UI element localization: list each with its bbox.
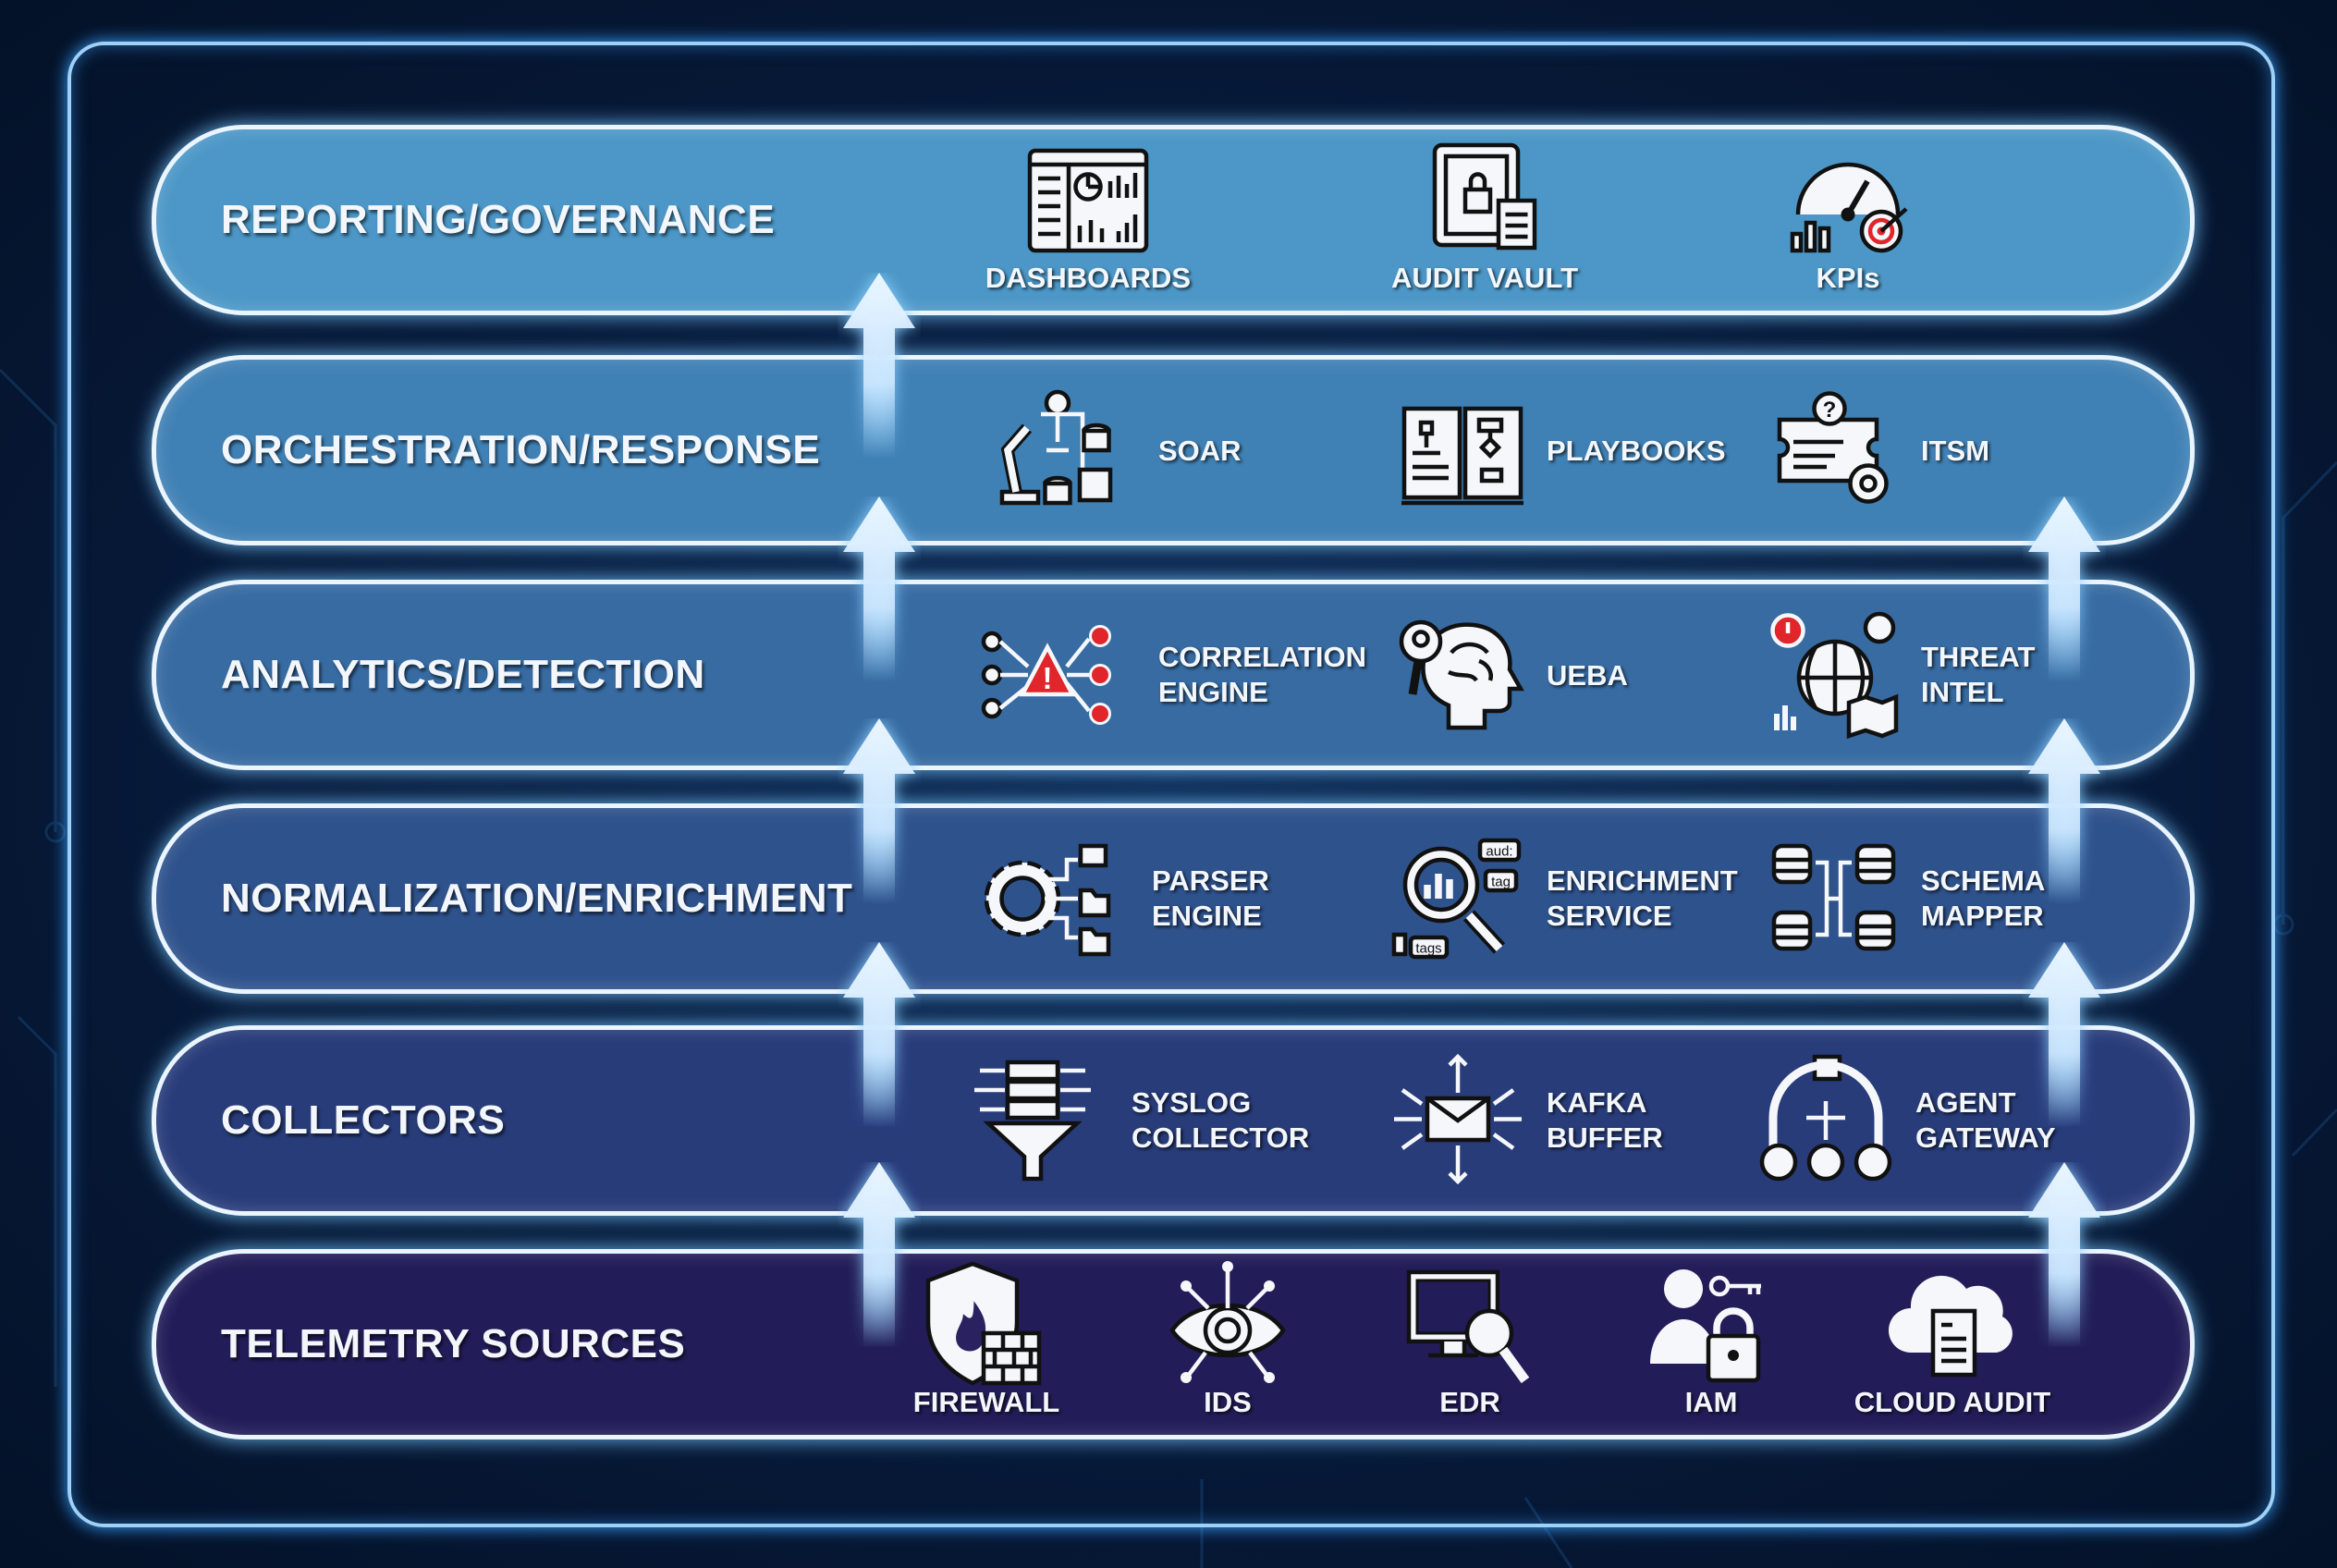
- component-label: SOAR: [1158, 435, 1242, 467]
- component-label: AGENT GATEWAY: [1915, 1086, 2056, 1154]
- globe-alert-icon: [1766, 606, 1904, 744]
- svg-text:aud:: aud:: [1486, 844, 1512, 860]
- component-label: SCHEMA MAPPER: [1921, 864, 2046, 932]
- user-key-lock-icon: [1642, 1256, 1780, 1394]
- database-mapping-icon: [1766, 829, 1904, 968]
- layer-title: REPORTING/GOVERNANCE: [221, 197, 776, 242]
- component-label: THREAT INTEL: [1921, 641, 2036, 708]
- firewall-shield-icon: [917, 1256, 1056, 1394]
- component-label: ENRICHMENT SERVICE: [1547, 864, 1738, 932]
- component-label: CORRELATION ENGINE: [1158, 641, 1367, 708]
- component-label: ITSM: [1921, 435, 1990, 467]
- eye-network-icon: [1158, 1256, 1297, 1394]
- server-funnel-icon: [963, 1051, 1102, 1190]
- flow-up-arrow-icon: [2023, 718, 2106, 903]
- brain-user-icon: [1393, 606, 1532, 744]
- component-label: SYSLOG COLLECTOR: [1132, 1086, 1310, 1154]
- flow-up-arrow-icon: [2023, 942, 2106, 1127]
- svg-text:tags: tags: [1415, 941, 1441, 957]
- playbook-icon: [1393, 381, 1532, 520]
- correlation-alert-icon: !: [978, 606, 1117, 744]
- robot-arm-workflow-icon: [985, 381, 1124, 520]
- component-label: KPIs: [1816, 262, 1880, 294]
- component-label: EDR: [1439, 1386, 1500, 1418]
- flow-up-arrow-icon: [2023, 496, 2106, 681]
- monitor-magnifier-icon: [1401, 1256, 1539, 1394]
- outer-frame: [67, 42, 2275, 1527]
- layer-title: TELEMETRY SOURCES: [221, 1321, 686, 1366]
- envelope-arrows-icon: [1389, 1051, 1527, 1190]
- gauge-target-icon: [1779, 131, 1917, 270]
- flow-up-arrow-icon: [838, 273, 921, 458]
- layer-band: REPORTING/GOVERNANCE DASHBOARDS AUDIT VAUL…: [152, 125, 2195, 315]
- flow-up-arrow-icon: [838, 496, 921, 681]
- agents-gateway-icon: [1756, 1051, 1895, 1190]
- svg-text:?: ?: [1823, 398, 1837, 423]
- layer-title: COLLECTORS: [221, 1097, 506, 1143]
- gear-parser-icon: [975, 829, 1114, 968]
- layer-band: TELEMETRY SOURCES FIREWALL IDS EDR IAM CLOUD …: [152, 1249, 2195, 1439]
- dashboard-icon: [1019, 131, 1157, 270]
- ticket-gear-icon: ?: [1766, 381, 1904, 520]
- layer-title: ORCHESTRATION/RESPONSE: [221, 427, 821, 472]
- svg-text:tag: tag: [1491, 875, 1511, 890]
- flow-up-arrow-icon: [2023, 1162, 2106, 1347]
- component-label: KAFKA BUFFER: [1547, 1086, 1663, 1154]
- component-label: AUDIT VAULT: [1390, 262, 1579, 294]
- svg-text:!: !: [1043, 661, 1053, 695]
- component-label: FIREWALL: [912, 1386, 1060, 1418]
- component-label: IAM: [1684, 1386, 1738, 1418]
- magnifier-tags-icon: aud: tag tags: [1389, 829, 1527, 968]
- layer-band: ORCHESTRATION/RESPONSE SOAR PLAYBOOKS? ITSM: [152, 355, 2195, 545]
- component-label: DASHBOARDS: [985, 262, 1192, 294]
- cloud-document-icon: [1883, 1256, 2022, 1394]
- layer-band: COLLECTORS SYSLOG COLLECTOR KAFKA BUFFER AG…: [152, 1025, 2195, 1216]
- component-label: PARSER ENGINE: [1152, 864, 1269, 932]
- flow-up-arrow-icon: [838, 942, 921, 1127]
- vault-icon: [1415, 131, 1554, 270]
- layer-title: NORMALIZATION/ENRICHMENT: [221, 876, 853, 921]
- component-label: CLOUD AUDIT: [1854, 1386, 2051, 1418]
- flow-up-arrow-icon: [838, 1162, 921, 1347]
- component-label: UEBA: [1547, 659, 1628, 692]
- layer-band: ANALYTICS/DETECTION! CORRELATION ENGINE UE…: [152, 580, 2195, 770]
- layer-band: NORMALIZATION/ENRICHMENT PARSER ENGINE aud…: [152, 803, 2195, 994]
- flow-up-arrow-icon: [838, 718, 921, 903]
- layer-title: ANALYTICS/DETECTION: [221, 652, 705, 697]
- component-label: IDS: [1204, 1386, 1252, 1418]
- component-label: PLAYBOOKS: [1547, 435, 1726, 467]
